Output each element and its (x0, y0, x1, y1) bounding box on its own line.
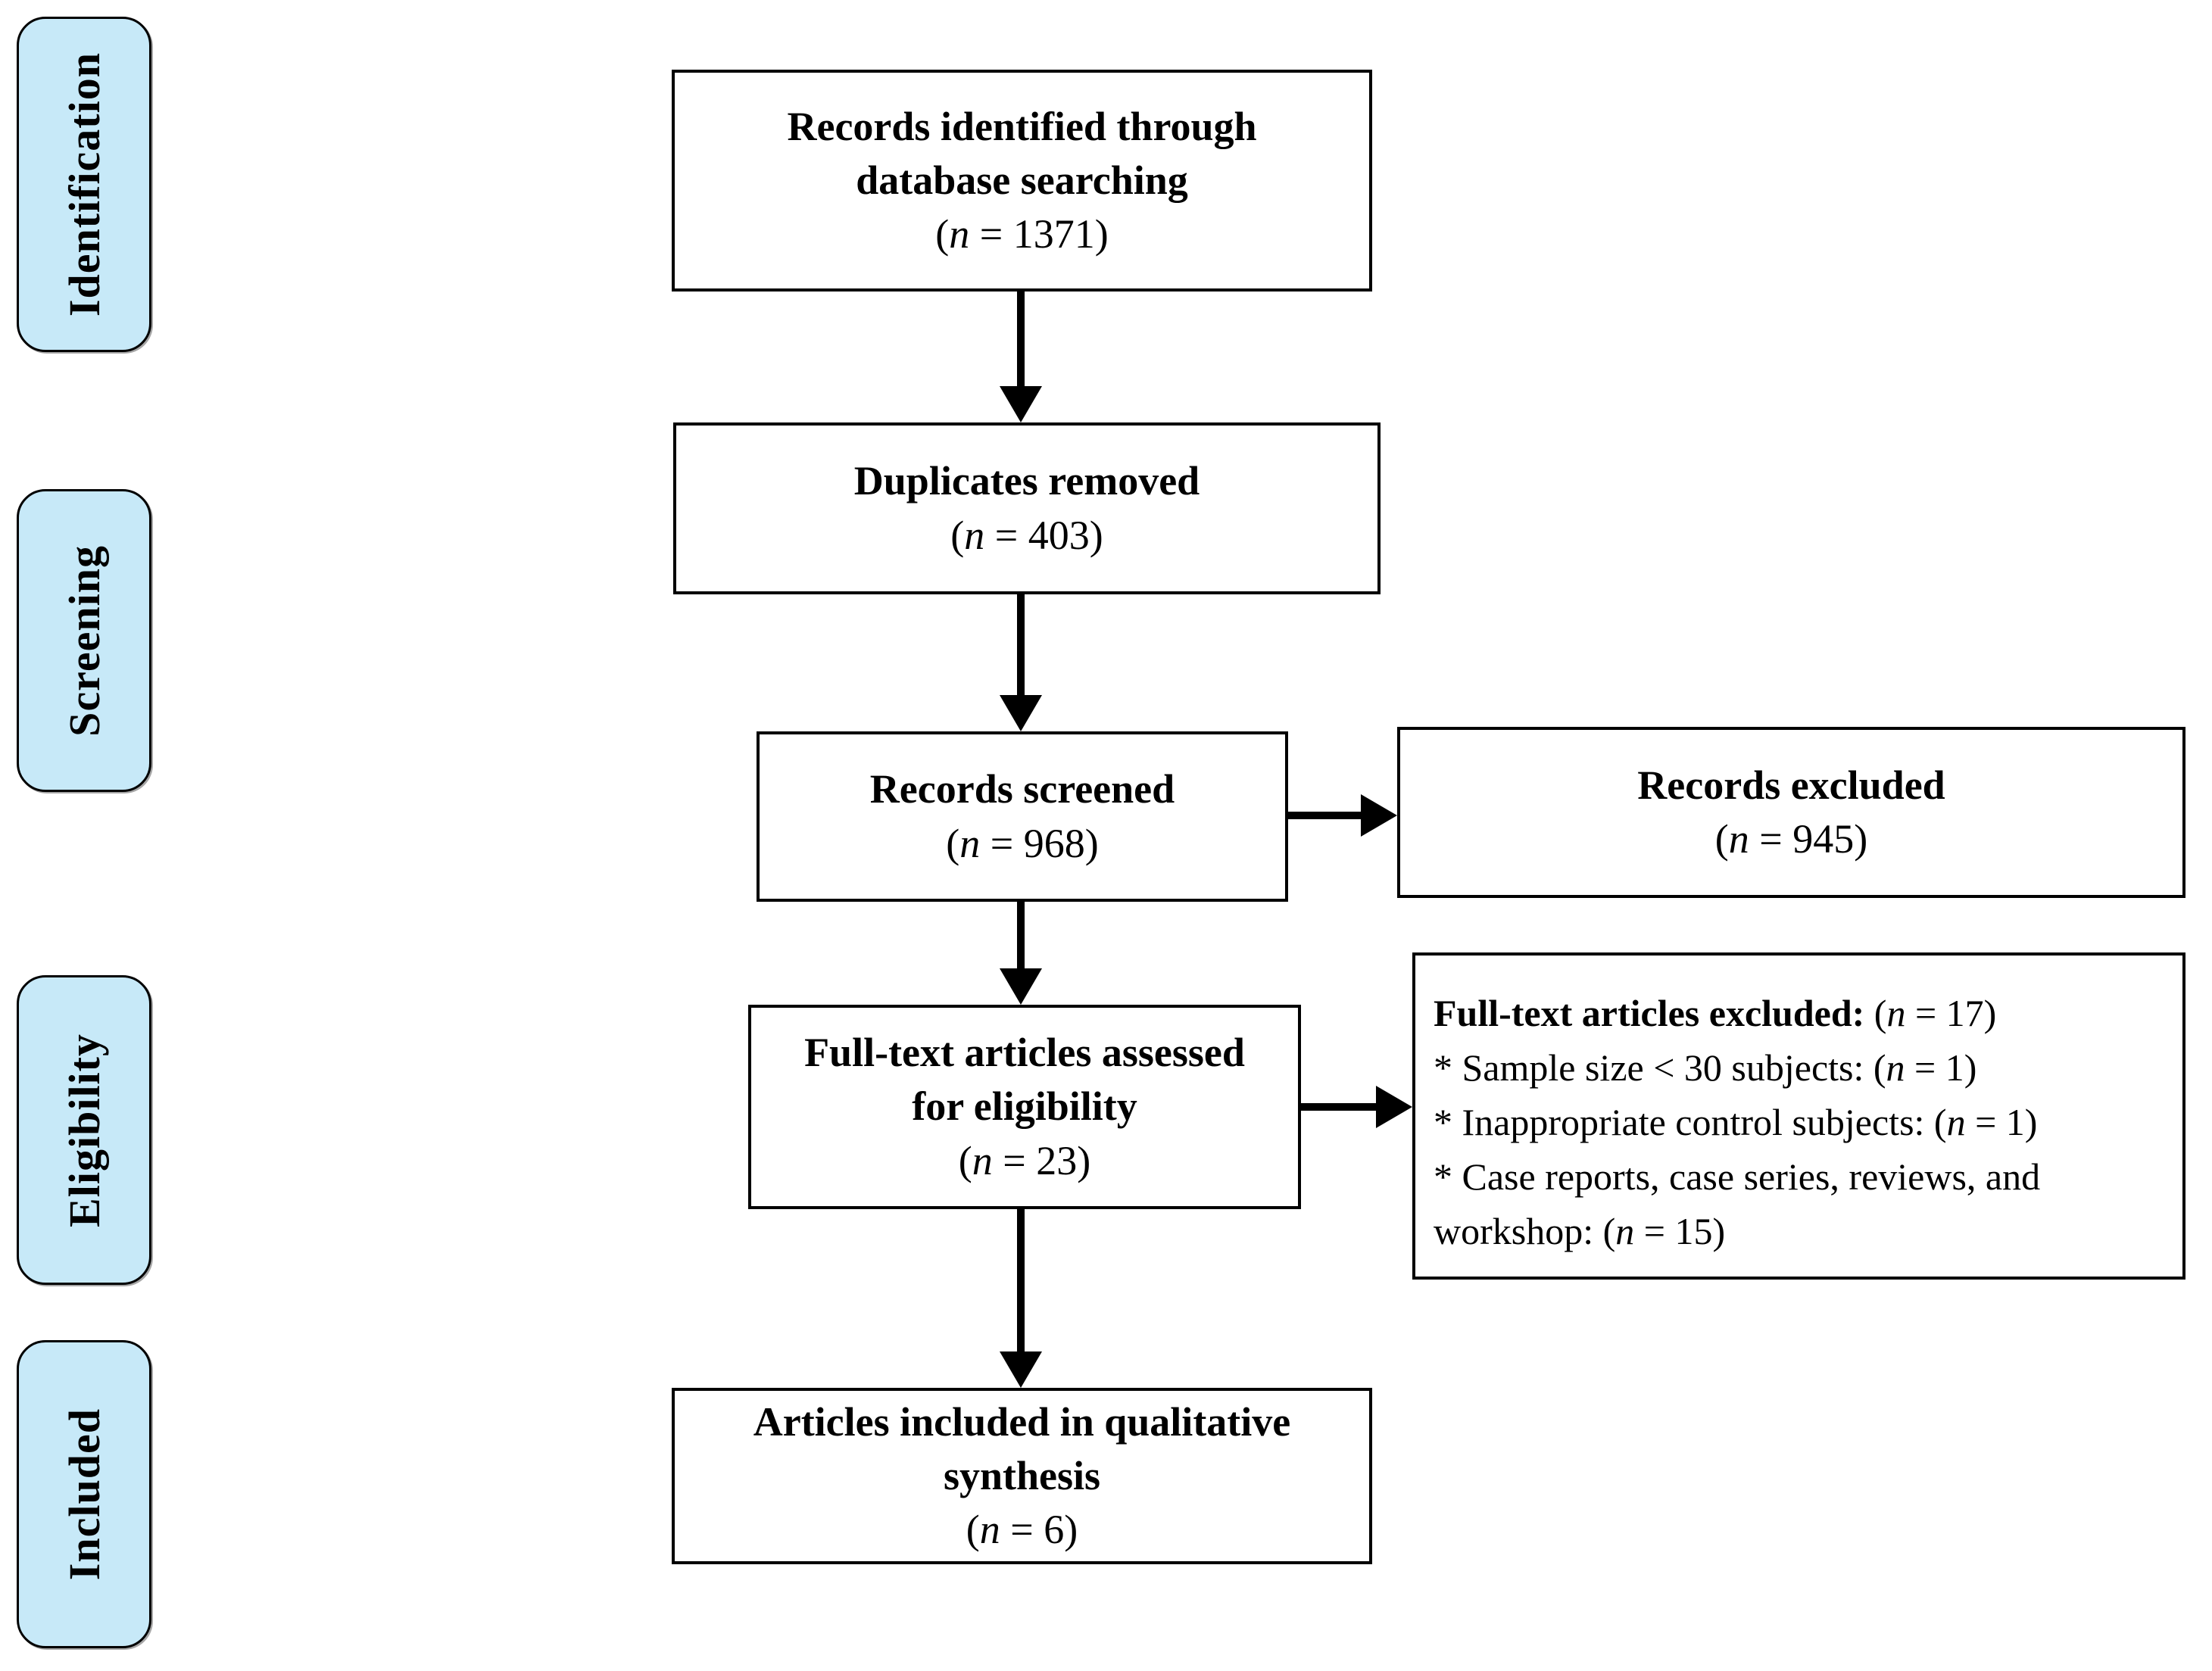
arrow-down-icon (1000, 1351, 1042, 1388)
box-duplicates-removed-title: Duplicates removed (853, 458, 1200, 504)
box-fulltext-assessed-count: (n = 23) (958, 1137, 1091, 1183)
box-articles-included-count: (n = 6) (966, 1507, 1078, 1553)
box-records-identified: Records identified through database sear… (672, 70, 1372, 291)
arrow-shaft (1288, 812, 1362, 819)
box-records-screened-title: Records screened (869, 766, 1175, 812)
stage-eligibility: Eligibility (17, 975, 151, 1285)
fulltext-excluded-reason-1: * Sample size < 30 subjects: (n = 1) (1434, 1046, 1977, 1089)
fulltext-excluded-heading: Full-text articles excluded: (n = 17) (1434, 986, 1996, 1040)
box-records-identified-title: Records identified through database sear… (787, 103, 1257, 203)
stage-included-label: Included (59, 1408, 109, 1581)
arrow-down-icon (1000, 386, 1042, 422)
arrow-shaft (1017, 291, 1025, 388)
stage-eligibility-label: Eligibility (59, 1033, 109, 1227)
box-duplicates-removed-count: (n = 403) (950, 512, 1103, 558)
box-records-screened-count: (n = 968) (946, 820, 1099, 866)
arrow-shaft (1017, 902, 1025, 970)
stage-identification-label: Identification (59, 51, 109, 317)
box-records-excluded: Records excluded (n = 945) (1397, 727, 2185, 898)
box-records-excluded-count: (n = 945) (1714, 816, 1868, 862)
arrow-shaft (1017, 1209, 1025, 1353)
stage-screening-label: Screening (59, 544, 109, 737)
arrow-right-icon (1376, 1086, 1412, 1128)
box-fulltext-assessed-title: Full-text articles assessed for eligibil… (804, 1030, 1245, 1130)
box-articles-included: Articles included in qualitative synthes… (672, 1388, 1372, 1564)
fulltext-excluded-reason-2: * Inappropriate control subjects: (n = 1… (1434, 1101, 2038, 1143)
fulltext-excluded-heading-count: (n = 17) (1873, 992, 1997, 1034)
stage-identification: Identification (17, 17, 151, 352)
box-duplicates-removed: Duplicates removed (n = 403) (673, 422, 1381, 594)
box-records-identified-count: (n = 1371) (935, 211, 1109, 257)
arrow-down-icon (1000, 695, 1042, 731)
stage-included: Included (17, 1340, 151, 1648)
fulltext-excluded-heading-bold: Full-text articles excluded: (1434, 992, 1865, 1034)
arrow-right-icon (1361, 794, 1397, 837)
box-fulltext-excluded: Full-text articles excluded: (n = 17) * … (1412, 952, 2185, 1280)
arrow-down-icon (1000, 968, 1042, 1005)
box-records-screened: Records screened (n = 968) (757, 731, 1288, 902)
box-fulltext-assessed: Full-text articles assessed for eligibil… (748, 1005, 1301, 1209)
fulltext-excluded-reason-3: * Case reports, case series, reviews, an… (1434, 1155, 2041, 1252)
box-records-excluded-title: Records excluded (1637, 762, 1945, 808)
arrow-shaft (1301, 1103, 1377, 1111)
arrow-shaft (1017, 594, 1025, 697)
stage-screening: Screening (17, 489, 151, 792)
box-articles-included-title: Articles included in qualitative synthes… (753, 1398, 1291, 1498)
